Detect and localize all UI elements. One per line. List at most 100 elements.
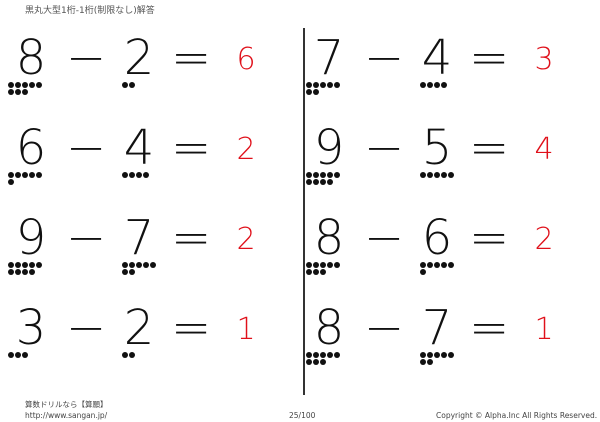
dot — [313, 269, 319, 275]
dot — [15, 352, 21, 358]
dot — [15, 269, 21, 275]
footer-url[interactable]: http://www.sangan.jp/ — [25, 411, 108, 420]
dot — [313, 352, 319, 358]
dot — [420, 359, 426, 365]
minuend: 8 — [313, 300, 345, 356]
subtrahend-dots — [122, 172, 157, 178]
minuend: 7 — [313, 30, 345, 86]
dot — [320, 82, 326, 88]
subtrahend: 7 — [123, 210, 155, 266]
dot — [313, 82, 319, 88]
dot — [434, 82, 440, 88]
answer: 2 — [236, 132, 256, 167]
dot — [36, 262, 42, 268]
dot — [129, 269, 135, 275]
dot — [136, 172, 142, 178]
problem: 9−5=4 — [304, 120, 594, 200]
dot — [320, 269, 326, 275]
dot — [8, 82, 14, 88]
answer: 4 — [534, 132, 554, 167]
equals-sign: = — [469, 120, 510, 176]
dot — [8, 262, 14, 268]
dot — [306, 269, 312, 275]
answer: 3 — [534, 42, 554, 77]
dot — [334, 352, 340, 358]
dot — [122, 262, 128, 268]
dot — [313, 89, 319, 95]
minus-sign: − — [364, 30, 405, 86]
copyright: Copyright © Alpha.Inc All Rights Reserve… — [436, 411, 598, 420]
dot — [306, 359, 312, 365]
subtrahend-dots — [420, 172, 455, 178]
equals-sign: = — [469, 300, 510, 356]
dot — [22, 82, 28, 88]
dot — [441, 352, 447, 358]
dot — [313, 262, 319, 268]
dot — [320, 172, 326, 178]
dot — [143, 262, 149, 268]
subtrahend: 4 — [421, 30, 453, 86]
subtrahend: 2 — [123, 300, 155, 356]
subtrahend-dots — [420, 352, 455, 365]
dot — [420, 352, 426, 358]
minuend: 9 — [313, 120, 345, 176]
dot — [427, 359, 433, 365]
minuend-dots — [8, 262, 43, 275]
footer-brand: 算数ドリルなら【算願】 — [25, 400, 108, 409]
dot — [434, 262, 440, 268]
dot — [129, 262, 135, 268]
page-number: 25/100 — [289, 411, 316, 420]
minuend-dots — [8, 352, 43, 358]
dot — [320, 179, 326, 185]
dot — [327, 82, 333, 88]
dot — [441, 82, 447, 88]
answer: 6 — [236, 42, 256, 77]
dot — [15, 262, 21, 268]
dot — [327, 262, 333, 268]
dot — [306, 179, 312, 185]
subtrahend: 7 — [421, 300, 453, 356]
subtrahend-dots — [122, 352, 157, 358]
dot — [22, 89, 28, 95]
dot — [8, 89, 14, 95]
dot — [420, 262, 426, 268]
answer: 2 — [236, 222, 256, 257]
dot — [327, 352, 333, 358]
dot — [15, 82, 21, 88]
dot — [420, 269, 426, 275]
dot — [306, 89, 312, 95]
dot — [313, 172, 319, 178]
dot — [420, 82, 426, 88]
subtrahend: 4 — [123, 120, 155, 176]
dot — [8, 269, 14, 275]
minus-sign: − — [66, 210, 107, 266]
dot — [129, 82, 135, 88]
subtrahend-dots — [420, 82, 455, 88]
answer: 1 — [534, 312, 554, 347]
minuend-dots — [306, 352, 341, 365]
equals-sign: = — [171, 210, 212, 266]
dot — [8, 179, 14, 185]
minus-sign: − — [364, 120, 405, 176]
subtrahend: 6 — [421, 210, 453, 266]
problem: 9−7 = 2 — [6, 210, 296, 290]
dot — [306, 172, 312, 178]
minus-sign: − — [364, 210, 405, 266]
problem: 8−6=2 — [304, 210, 594, 290]
subtrahend: 2 — [123, 30, 155, 86]
minuend-dots — [306, 262, 341, 275]
dot — [29, 269, 35, 275]
dot — [136, 262, 142, 268]
dot — [320, 359, 326, 365]
dot — [22, 269, 28, 275]
problem: 3−2=1 — [6, 300, 296, 380]
minuend: 8 — [15, 30, 47, 86]
column-divider — [303, 28, 305, 395]
equals-sign: = — [171, 30, 212, 86]
dot — [306, 262, 312, 268]
dot — [320, 262, 326, 268]
minuend-dots — [306, 82, 341, 95]
dot — [122, 269, 128, 275]
dot — [327, 179, 333, 185]
minuend: 9 — [15, 210, 47, 266]
